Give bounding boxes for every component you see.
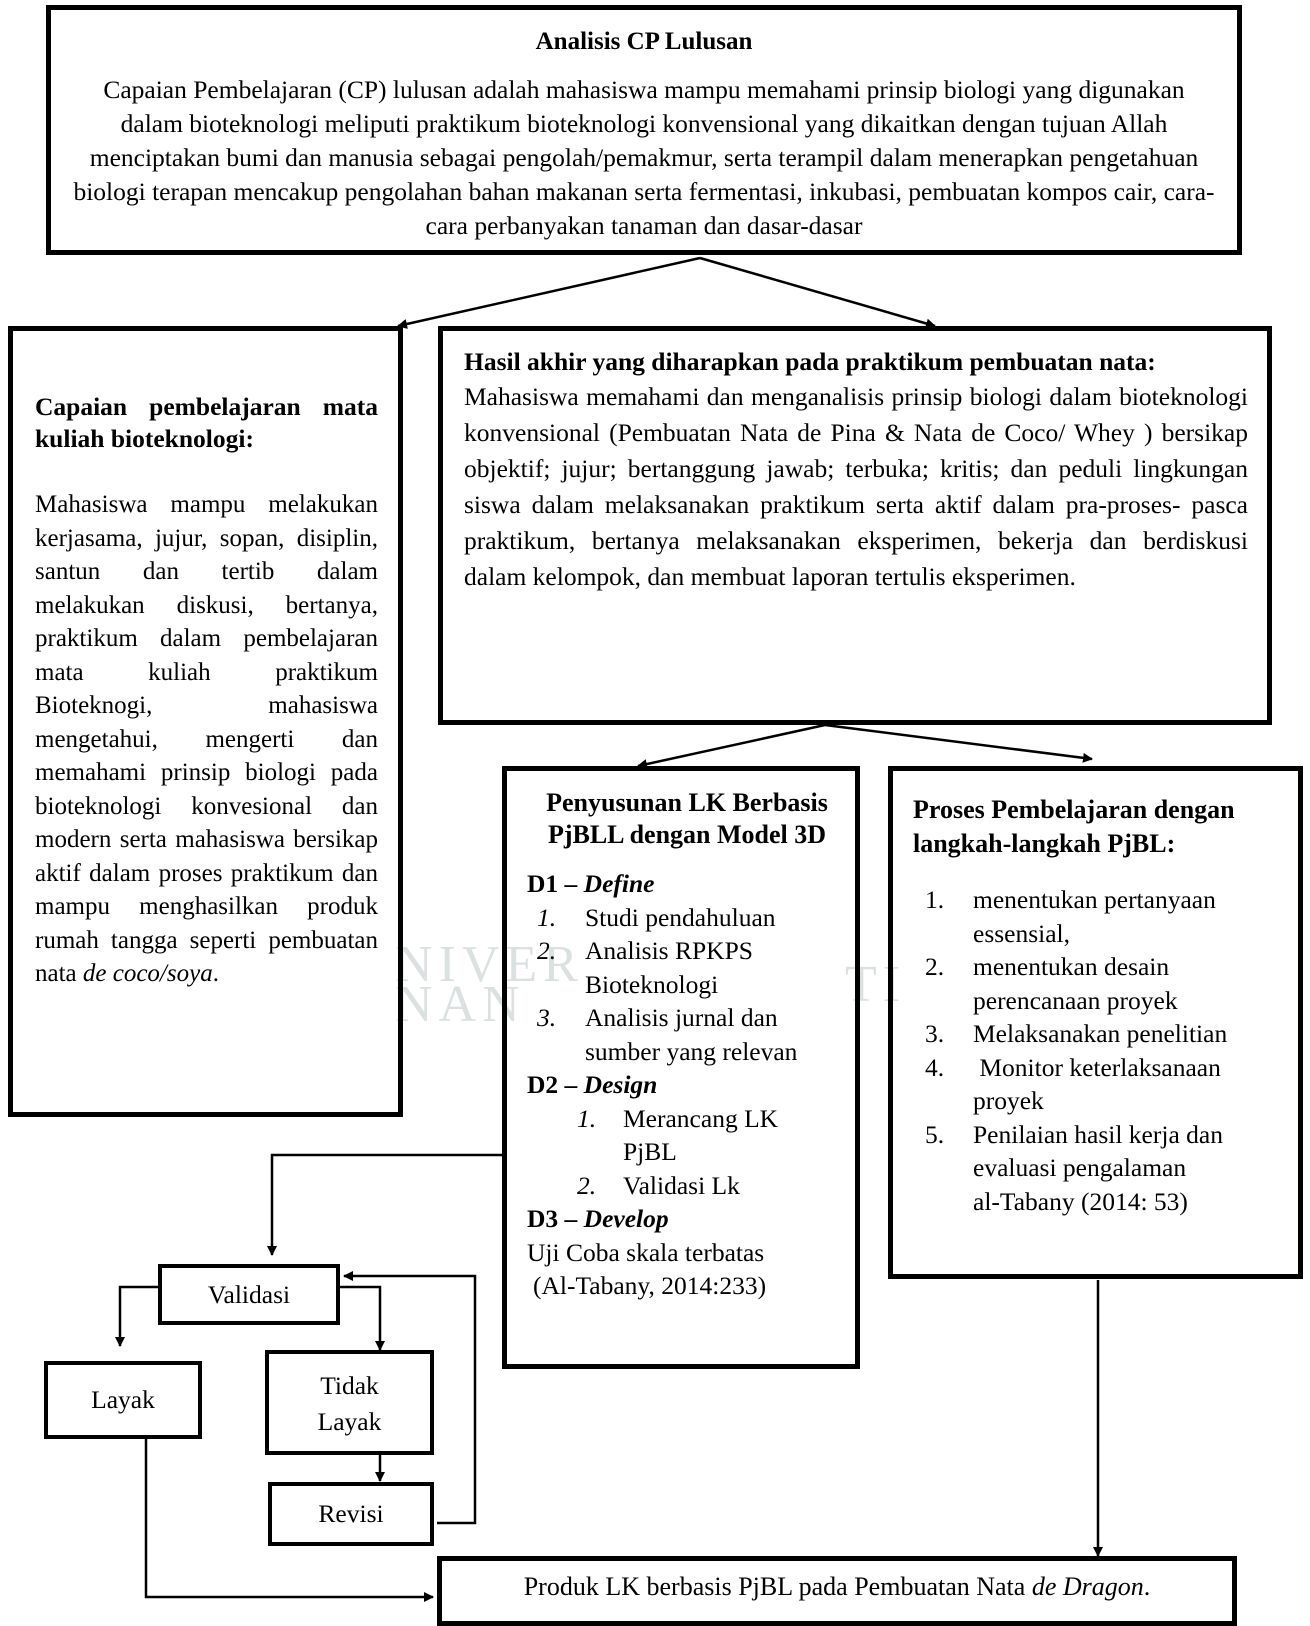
lk-citation: (Al-Tabany, 2014:233) [533, 1271, 767, 1300]
pjbl-citation: al-Tabany (2014: 53) [973, 1186, 1188, 1216]
layak-box: Layak [44, 1361, 202, 1439]
arrow-lk-to-validasi [267, 1153, 502, 1256]
d2-list: 1.Merancang LK PjBL 2.Validasi Lk [527, 1102, 847, 1203]
cp-lulusan-body: Capaian Pembelajaran (CP) lulusan adalah… [73, 75, 1215, 240]
validasi-box: Validasi [158, 1264, 340, 1325]
validasi-label: Validasi [207, 1280, 291, 1309]
produk-lk-box: Produk LK berbasis PjBL pada Pembuatan N… [437, 1556, 1237, 1626]
d1-item: 2.Analisis RPKPS Bioteknologi [537, 936, 753, 999]
watermark-fragment-1: NIVER [395, 936, 584, 993]
arrow-top-to-left [397, 256, 701, 329]
d2-heading: D2 – Design [527, 1070, 658, 1099]
hasil-akhir-body: Mahasiswa memahami dan menganalisis prin… [464, 382, 1248, 591]
d2-item: 2.Validasi Lk [577, 1170, 740, 1200]
pjbl-step: 5.Penilaian hasil kerja dan evaluasi pen… [925, 1119, 1223, 1183]
penyusunan-lk-title: Penyusunan LK Berbasis PjBLL dengan Mode… [546, 788, 828, 849]
revisi-box: Revisi [268, 1482, 434, 1546]
tidak-layak-label: Tidak Layak [317, 1371, 382, 1436]
pjbl-steps-list: 1.menentukan pertanyaan essensial, 2.men… [913, 883, 1288, 1218]
cp-lulusan-title: Analisis CP Lulusan [535, 28, 753, 55]
d1-list: 1.Studi pendahuluan 2.Analisis RPKPS Bio… [527, 901, 847, 1069]
arrow-right-to-lk [637, 723, 826, 769]
capaian-mk-box: Capaian pembelajaran mata kuliah biotekn… [8, 326, 403, 1117]
proses-pjbl-title: Proses Pembelajaran dengan langkah-langk… [913, 795, 1235, 858]
arrow-top-to-right [699, 256, 936, 329]
d3-heading: D3 – Develop [527, 1204, 669, 1233]
arrow-validasi-to-tidak-layak [340, 1285, 385, 1351]
tidak-layak-box: Tidak Layak [265, 1350, 434, 1455]
capaian-mk-title: Capaian pembelajaran mata kuliah biotekn… [35, 392, 378, 453]
penyusunan-lk-box: Penyusunan LK Berbasis PjBLL dengan Mode… [502, 766, 860, 1369]
d1-item: 3.Analisis jurnal dan sumber yang releva… [537, 1003, 798, 1066]
d2-item: 1.Merancang LK PjBL [577, 1103, 779, 1167]
hasil-akhir-title: Hasil akhir yang diharapkan pada praktik… [464, 347, 1156, 376]
capaian-mk-body: Mahasiswa mampu melakukan kerjasama, juj… [35, 491, 378, 987]
pjbl-step: 1.menentukan pertanyaan essensial, [925, 885, 1216, 948]
arrow-validasi-to-layak [115, 1285, 158, 1347]
pjbl-step: 4. Monitor keterlaksanaan proyek [925, 1052, 1228, 1116]
d3-text: Uji Coba skala terbatas [527, 1237, 765, 1267]
cp-lulusan-box: Analisis CP Lulusan Capaian Pembelajaran… [46, 5, 1242, 255]
d1-item: 1.Studi pendahuluan [537, 902, 776, 932]
hasil-akhir-box: Hasil akhir yang diharapkan pada praktik… [438, 326, 1272, 725]
arrow-right-to-pjbl [824, 723, 1093, 763]
produk-lk-text: Produk LK berbasis PjBL pada Pembuatan N… [523, 1572, 1151, 1601]
proses-pjbl-box: Proses Pembelajaran dengan langkah-langk… [888, 766, 1303, 1279]
layak-label: Layak [91, 1385, 155, 1414]
revisi-label: Revisi [318, 1499, 384, 1528]
pjbl-step: 3.Melaksanakan penelitian [925, 1019, 1228, 1048]
d1-heading: D1 – Define [527, 869, 655, 898]
watermark-fragment-2: NAN [395, 976, 526, 1033]
pjbl-step: 2.menentukan desain perencanaan proyek [925, 952, 1178, 1015]
